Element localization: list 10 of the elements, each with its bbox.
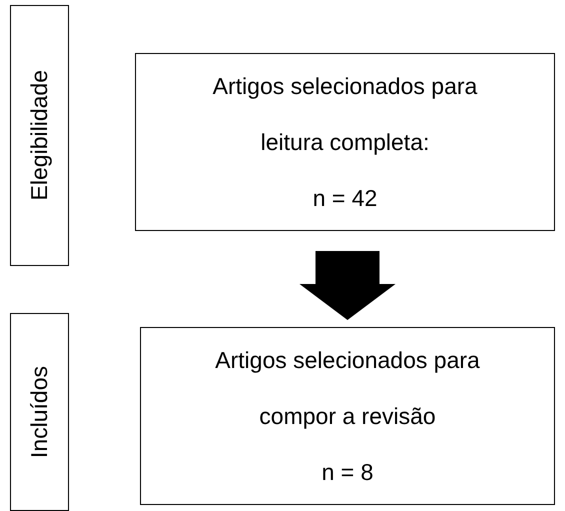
box-text: Artigos selecionados para leitura completa: — [212, 72, 478, 157]
block-arrow — [300, 251, 396, 320]
stage-label-box — [10, 5, 69, 266]
count-text: n = 42 — [312, 184, 378, 213]
process-box — [135, 53, 555, 231]
stage-label-box — [10, 313, 69, 511]
process-box — [140, 327, 555, 505]
count-text: n = 8 — [322, 458, 374, 487]
stage-label: Incluídos — [26, 366, 53, 458]
stage-label: Elegibilidade — [26, 70, 53, 201]
